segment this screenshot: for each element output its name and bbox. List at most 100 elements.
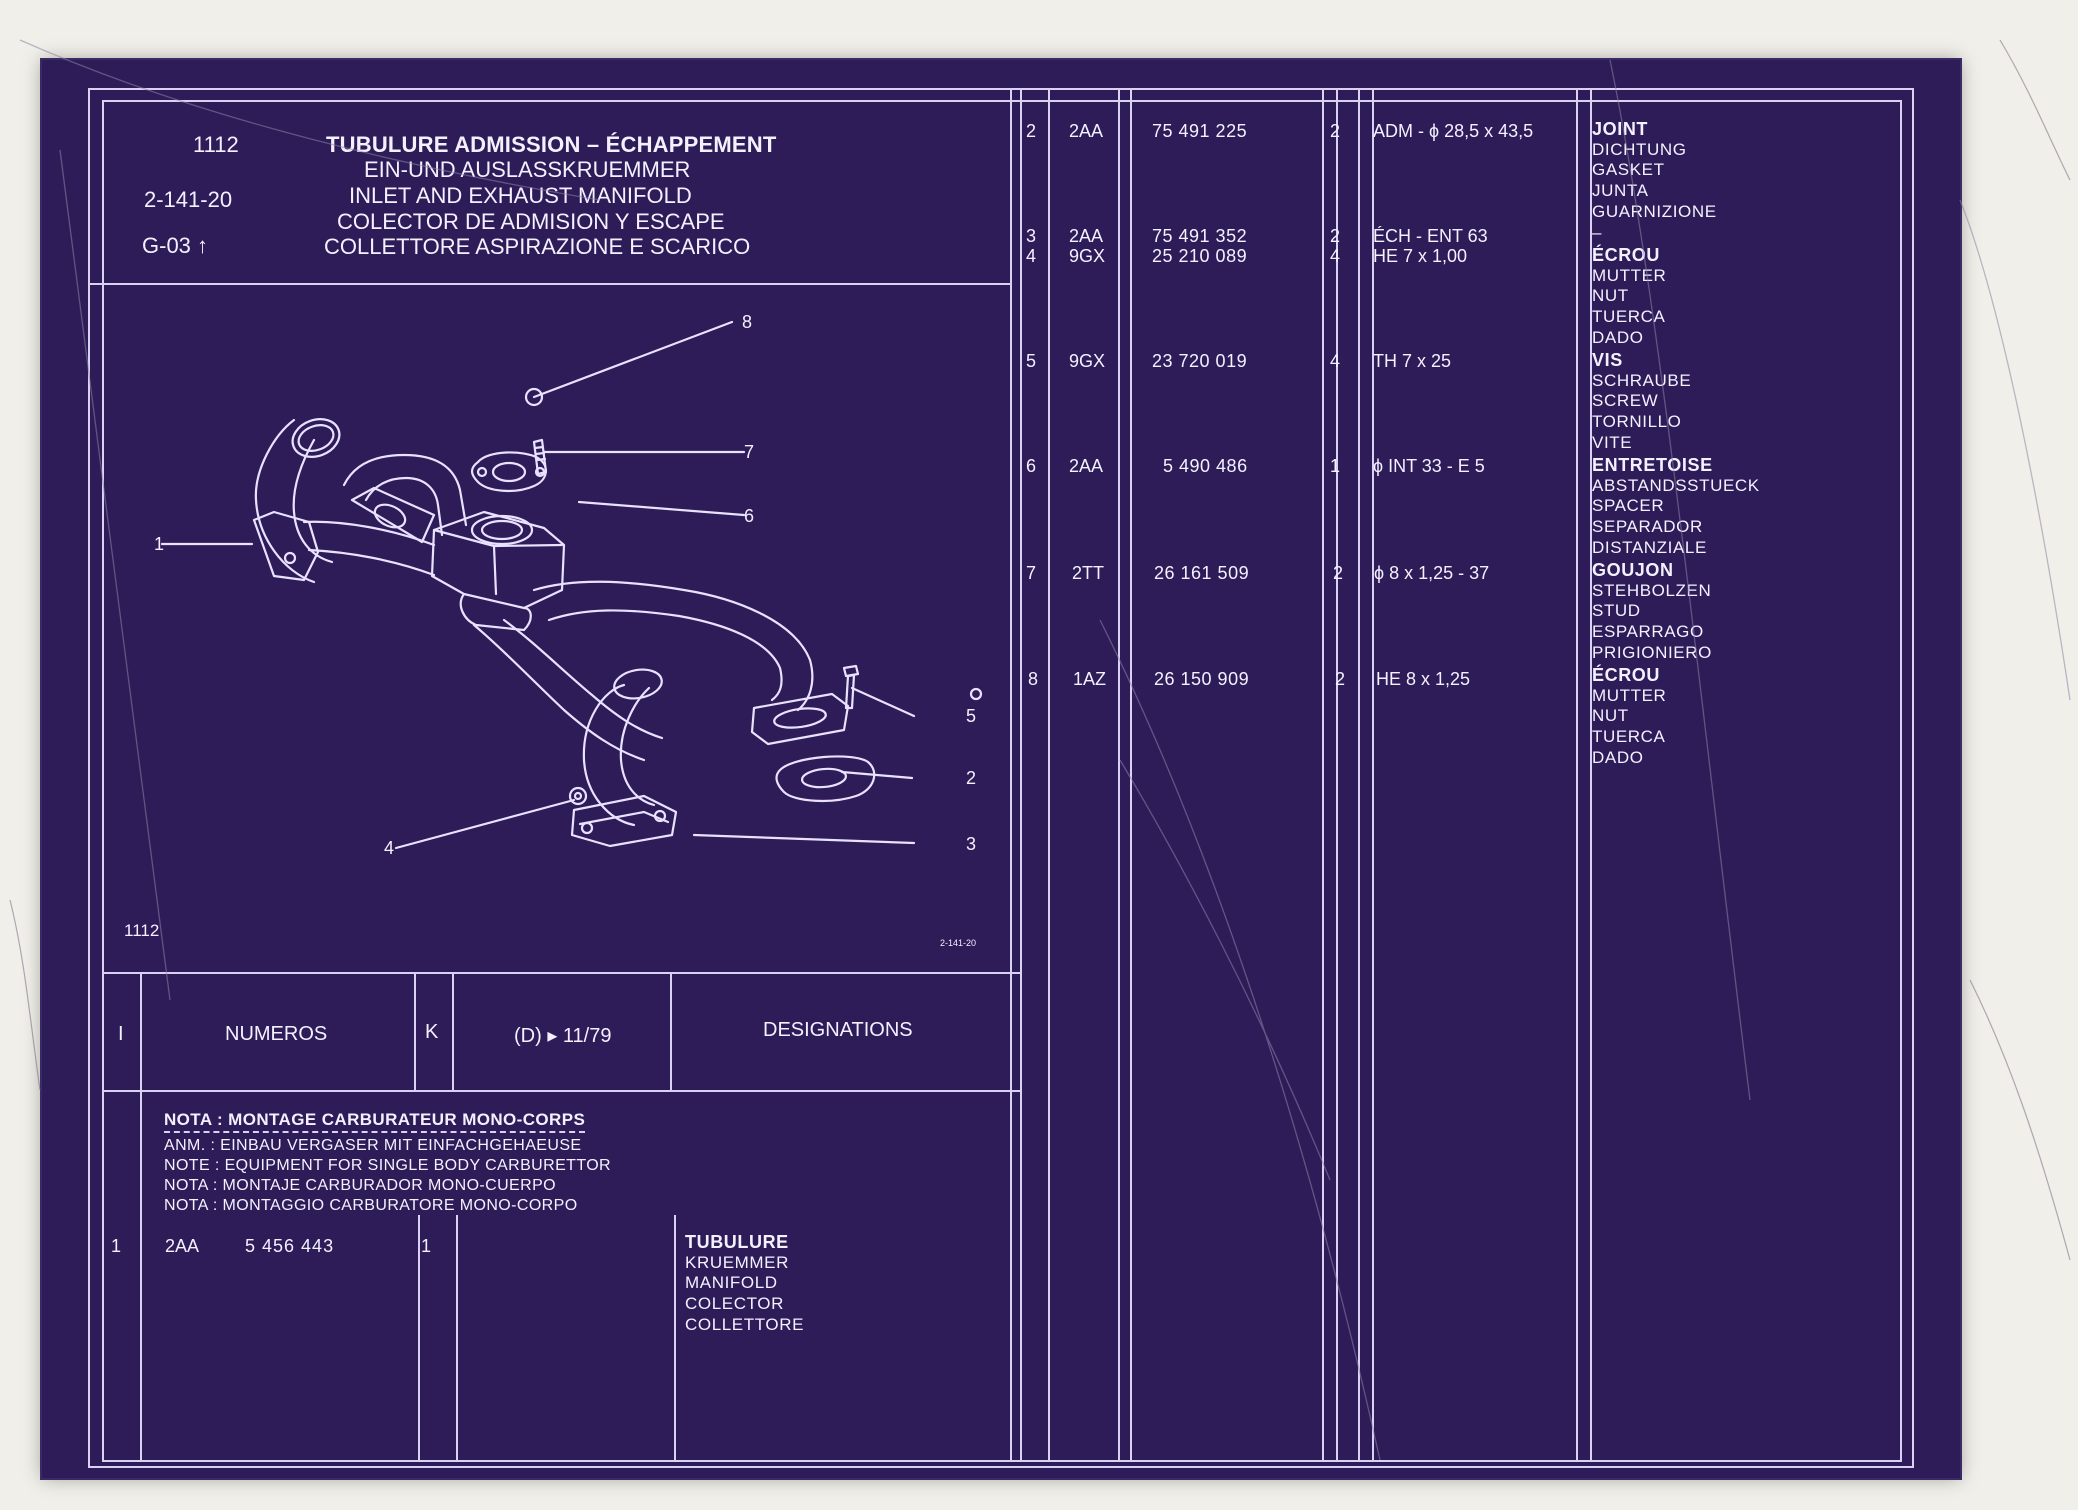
designation-block-entretoise: ENTRETOISE ABSTANDSSTUECK SPACER SEPARAD… — [1592, 455, 1760, 559]
designation-block-goujon: GOUJON STEHBOLZEN STUD ESPARRAGO PRIGION… — [1592, 560, 1712, 664]
designation-line: GASKET — [1592, 160, 1665, 180]
designation-line: TORNILLO — [1592, 412, 1682, 432]
header-title-it: COLLETTORE ASPIRAZIONE E SCARICO — [324, 234, 751, 259]
part-index: 7 — [1026, 563, 1037, 583]
designation-line: ÉCROU — [1592, 665, 1661, 685]
note-part-designations: TUBULURE KRUEMMER MANIFOLD COLECTOR COLL… — [685, 1232, 804, 1336]
designation-line: TUERCA — [1592, 727, 1666, 747]
designation-line: STUD — [1592, 601, 1641, 621]
designation-line: JUNTA — [1592, 181, 1649, 201]
legend-rule-4b — [674, 1215, 676, 1460]
designation-line: MUTTER — [1592, 265, 1667, 285]
designation-line: GUARNIZIONE — [1592, 201, 1717, 221]
part-qty: 2 — [1333, 563, 1344, 583]
designation-block-vis: VIS SCHRAUBE SCREW TORNILLO VITE — [1592, 350, 1691, 454]
part-spec: HE 8 x 1,25 — [1376, 669, 1471, 689]
part-number: 75 491 225 — [1152, 121, 1248, 141]
note-part-index: 1 — [111, 1236, 122, 1256]
part-qty: 4 — [1330, 351, 1341, 371]
header-group-code: G-03 — [142, 233, 191, 258]
part-number: 26 150 909 — [1154, 669, 1250, 689]
designation-line: COLECTOR — [685, 1294, 784, 1314]
callout-8: 8 — [742, 312, 752, 332]
designation-line: VITE — [1592, 432, 1633, 452]
part-qty: 2 — [1335, 669, 1346, 689]
col-rule-i — [1576, 90, 1578, 1462]
designation-line: DADO — [1592, 747, 1644, 767]
designation-line: NUT — [1592, 286, 1629, 306]
part-index: 4 — [1026, 246, 1037, 266]
part-spec: TH 7 x 25 — [1373, 351, 1452, 371]
note-part-qty: 1 — [421, 1236, 432, 1256]
col-rule-b — [1048, 90, 1050, 1462]
designation-block-ecrou: ÉCROU MUTTER NUT TUERCA DADO — [1592, 245, 1666, 349]
designation-line: GOUJON — [1592, 560, 1674, 580]
diagram-small-ref: 2-141-20 — [940, 938, 976, 948]
note-block: NOTA : MONTAGE CARBURATEUR MONO-CORPS AN… — [164, 1110, 611, 1216]
part-code: 9GX — [1069, 351, 1106, 371]
designation-line: MUTTER — [1592, 685, 1667, 705]
part-spec: ADM - ϕ 28,5 x 43,5 — [1373, 121, 1534, 141]
designation-line: PRIGIONIERO — [1592, 642, 1712, 662]
designation-line: NUT — [1592, 706, 1629, 726]
part-spec: ϕ 8 x 1,25 - 37 — [1374, 563, 1490, 583]
designation-line: TUBULURE — [685, 1232, 789, 1252]
designation-line: JOINT — [1592, 119, 1649, 139]
callout-4: 4 — [384, 838, 394, 858]
callout-5: 5 — [966, 706, 976, 726]
note-line-es: NOTA : MONTAJE CARBURADOR MONO-CUERPO — [164, 1177, 557, 1194]
designation-line: SPACER — [1592, 496, 1665, 516]
legend-col-index: I — [118, 1023, 124, 1045]
legend-rule-1 — [140, 972, 142, 1460]
col-rule-h — [1372, 90, 1374, 1462]
header-rule — [90, 283, 1012, 285]
designation-line: ESPARRAGO — [1592, 622, 1704, 642]
callout-3: 3 — [966, 834, 976, 854]
legend-rule-2b — [418, 1215, 420, 1460]
note-line-it: NOTA : MONTAGGIO CARBURATORE MONO-CORPO — [164, 1197, 578, 1214]
col-rule-j — [1590, 90, 1592, 1462]
header-title-fr: TUBULURE ADMISSION – ÉCHAPPEMENT — [326, 132, 777, 157]
part-spec: ϕ INT 33 - E 5 — [1373, 456, 1485, 476]
exploded-manifold-diagram: 1 2 3 4 5 6 7 8 1112 2-141-20 — [124, 312, 983, 948]
part-code: 2AA — [1069, 226, 1104, 246]
part-code: 1AZ — [1073, 669, 1107, 689]
designation-line: TUERCA — [1592, 307, 1666, 327]
part-index: 5 — [1026, 351, 1037, 371]
legend-rule-4 — [670, 972, 672, 1092]
designation-line: DISTANZIALE — [1592, 537, 1707, 557]
header-title-es: COLECTOR DE ADMISION Y ESCAPE — [337, 209, 725, 234]
part-spec: HE 7 x 1,00 — [1373, 246, 1468, 266]
col-rule-g — [1358, 90, 1360, 1462]
designation-line: SCREW — [1592, 391, 1659, 411]
part-number: 75 491 352 — [1152, 226, 1248, 246]
part-code: 2AA — [1069, 121, 1104, 141]
diagram-code: 1112 — [124, 921, 159, 940]
col-rule-a — [1020, 90, 1022, 1462]
legend-col-k: K — [425, 1021, 439, 1043]
header-code: 1112 — [193, 132, 239, 157]
part-number: 5 490 486 — [1163, 456, 1248, 476]
part-index: 6 — [1026, 456, 1037, 476]
col-rule-f — [1336, 90, 1338, 1462]
note-heading: NOTA : MONTAGE CARBURATEUR MONO-CORPS — [164, 1110, 586, 1133]
designation-line: DICHTUNG — [1592, 139, 1687, 159]
legend-col-date: (D) ▸ 11/79 — [514, 1025, 612, 1047]
part-qty: 1 — [1330, 456, 1341, 476]
header-group: G-03 ↑ — [142, 233, 208, 259]
header-title-en: INLET AND EXHAUST MANIFOLD — [349, 183, 692, 208]
designation-line: ABSTANDSSTUECK — [1592, 475, 1760, 495]
part-number: 25 210 089 — [1152, 246, 1248, 266]
designation-line: COLLETTORE — [685, 1314, 805, 1334]
note-part-code: 2AA — [165, 1236, 200, 1256]
up-arrow-icon: ↑ — [197, 233, 209, 258]
callout-1: 1 — [154, 534, 164, 554]
part-code: 9GX — [1069, 246, 1106, 266]
col-rule-d — [1130, 90, 1132, 1462]
designation-line: ENTRETOISE — [1592, 455, 1713, 475]
part-qty: 4 — [1330, 246, 1341, 266]
designation-block-joint: JOINT DICHTUNG GASKET JUNTA GUARNIZIONE … — [1592, 119, 1717, 243]
designation-line: STEHBOLZEN — [1592, 580, 1712, 600]
part-number: 23 720 019 — [1152, 351, 1248, 371]
designation-line: DADO — [1592, 327, 1644, 347]
